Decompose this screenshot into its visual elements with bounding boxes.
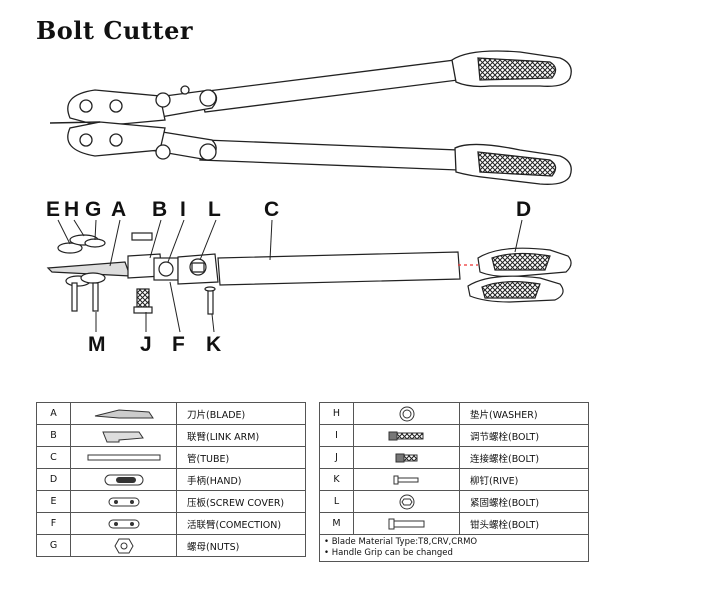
table-row: M 钳头螺栓(BOLT) xyxy=(319,512,589,535)
part-code: J xyxy=(319,446,354,469)
callout-i: I xyxy=(180,198,186,221)
callout-l: L xyxy=(208,198,221,221)
fastening-bolt-icon xyxy=(353,490,460,513)
rivet-icon xyxy=(353,468,460,491)
jaw-bolt-icon xyxy=(353,512,460,535)
table-row: • Blade Material Type:T8,CRV,CRMO • Hand… xyxy=(319,534,589,562)
part-desc: 调节螺栓(BOLT) xyxy=(459,424,589,447)
assembled-cutter xyxy=(49,50,572,185)
part-desc: 管(TUBE) xyxy=(176,446,306,469)
table-row: G 螺母(NUTS) xyxy=(36,534,306,557)
part-desc: 垫片(WASHER) xyxy=(459,402,589,425)
notes-cell: • Blade Material Type:T8,CRV,CRMO • Hand… xyxy=(319,534,589,562)
part-code: C xyxy=(36,446,71,469)
tube-icon xyxy=(70,446,177,469)
part-code: B xyxy=(36,424,71,447)
parts-table-left: A 刀片(BLADE) B 联臂(LINK ARM) C 管(TUBE) D 手… xyxy=(36,402,306,557)
table-row: J 连接螺栓(BOLT) xyxy=(319,446,589,469)
part-code: E xyxy=(36,490,71,513)
bolt-cutter-drawing: E H G A B I L C D M J F K xyxy=(46,50,572,356)
callout-d: D xyxy=(516,198,531,221)
connect-bolt-icon xyxy=(353,446,460,469)
table-row: L 紧固螺栓(BOLT) xyxy=(319,490,589,513)
table-row: B 联臂(LINK ARM) xyxy=(36,424,306,447)
screw-cover-icon xyxy=(70,490,177,513)
part-code: G xyxy=(36,534,71,557)
blade-icon xyxy=(70,402,177,425)
nut-icon xyxy=(70,534,177,557)
callout-a: A xyxy=(111,198,126,221)
part-code: D xyxy=(36,468,71,491)
callout-e: E xyxy=(46,198,60,221)
part-code: A xyxy=(36,402,71,425)
part-desc: 活联臂(COMECTION) xyxy=(176,512,306,535)
table-row: C 管(TUBE) xyxy=(36,446,306,469)
table-row: F 活联臂(COMECTION) xyxy=(36,512,306,535)
callout-b: B xyxy=(152,198,167,221)
part-desc: 联臂(LINK ARM) xyxy=(176,424,306,447)
table-row: I 调节螺栓(BOLT) xyxy=(319,424,589,447)
note-blade-material: • Blade Material Type:T8,CRV,CRMO xyxy=(324,537,478,547)
part-code: M xyxy=(319,512,354,535)
callout-g: G xyxy=(85,198,101,221)
table-row: H 垫片(WASHER) xyxy=(319,402,589,425)
hand-grip-icon xyxy=(70,468,177,491)
table-row: D 手柄(HAND) xyxy=(36,468,306,491)
note-handle-grip: • Handle Grip can be changed xyxy=(324,548,453,558)
part-desc: 刀片(BLADE) xyxy=(176,402,306,425)
callout-c: C xyxy=(264,198,279,221)
part-desc: 柳钉(RIVE) xyxy=(459,468,589,491)
callout-m: M xyxy=(88,333,106,356)
table-row: A 刀片(BLADE) xyxy=(36,402,306,425)
part-desc: 螺母(NUTS) xyxy=(176,534,306,557)
tube-part xyxy=(217,251,461,286)
lower-handle xyxy=(199,139,459,171)
exploded-view xyxy=(46,232,572,315)
washer-icon xyxy=(353,402,460,425)
callout-h: H xyxy=(64,198,79,221)
part-code: F xyxy=(36,512,71,535)
part-code: K xyxy=(319,468,354,491)
part-desc: 钳头螺栓(BOLT) xyxy=(459,512,589,535)
callout-k: K xyxy=(206,333,221,356)
part-desc: 紧固螺栓(BOLT) xyxy=(459,490,589,513)
connection-plate-icon xyxy=(70,512,177,535)
part-desc: 压板(SCREW COVER) xyxy=(176,490,306,513)
parts-table-right: H 垫片(WASHER) I 调节螺栓(BOLT) J 连接螺栓(BOLT) K… xyxy=(319,402,589,562)
part-code: I xyxy=(319,424,354,447)
table-row: E 压板(SCREW COVER) xyxy=(36,490,306,513)
part-code: H xyxy=(319,402,354,425)
table-row: K 柳钉(RIVE) xyxy=(319,468,589,491)
upper-handle xyxy=(199,59,459,113)
part-desc: 手柄(HAND) xyxy=(176,468,306,491)
link-arm-icon xyxy=(70,424,177,447)
part-desc: 连接螺栓(BOLT) xyxy=(459,446,589,469)
callout-f: F xyxy=(172,333,185,356)
part-code: L xyxy=(319,490,354,513)
callout-j: J xyxy=(140,333,152,356)
adjust-bolt-icon xyxy=(353,424,460,447)
page-title: Bolt Cutter xyxy=(36,16,193,45)
